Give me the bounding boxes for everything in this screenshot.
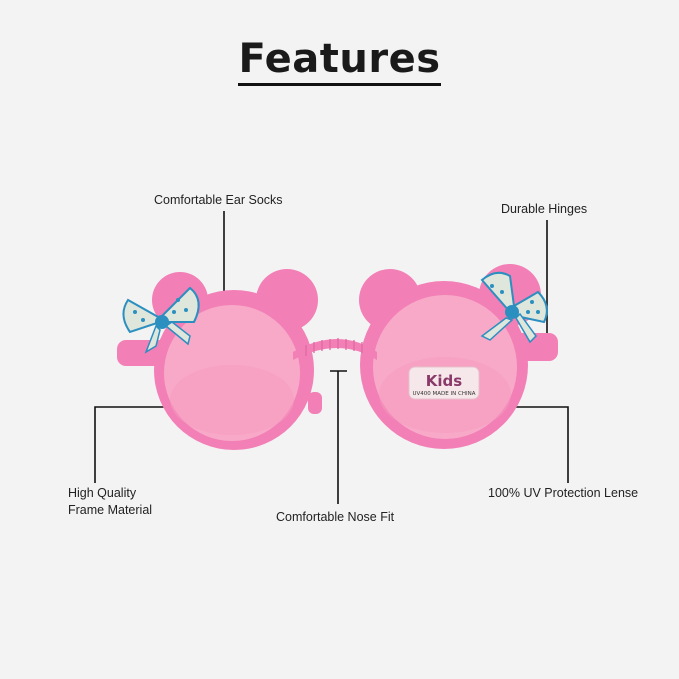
- frame-material-label: High Quality Frame Material: [68, 485, 152, 519]
- uv-lens-label: 100% UV Protection Lense: [488, 486, 639, 500]
- ear-socks-label: Comfortable Ear Socks: [154, 193, 283, 207]
- sticker-brand: Kids: [426, 372, 463, 390]
- lens-sticker: Kids UV400 MADE IN CHINA: [408, 366, 480, 400]
- left-bow: [122, 286, 200, 354]
- frame-material-line2: Frame Material: [68, 503, 153, 517]
- sticker-subtext: UV400 MADE IN CHINA: [413, 391, 476, 397]
- callout-lines: [94, 211, 569, 504]
- frame-material-line: [94, 406, 165, 483]
- bridge-ridges: [305, 338, 363, 356]
- page-title: Features: [0, 36, 679, 86]
- nose-fit-label: Comfortable Nose Fit: [276, 510, 395, 524]
- right-bow: [480, 271, 548, 344]
- hinges-label: Durable Hinges: [501, 202, 588, 216]
- frame-material-line1: High Quality: [68, 486, 137, 500]
